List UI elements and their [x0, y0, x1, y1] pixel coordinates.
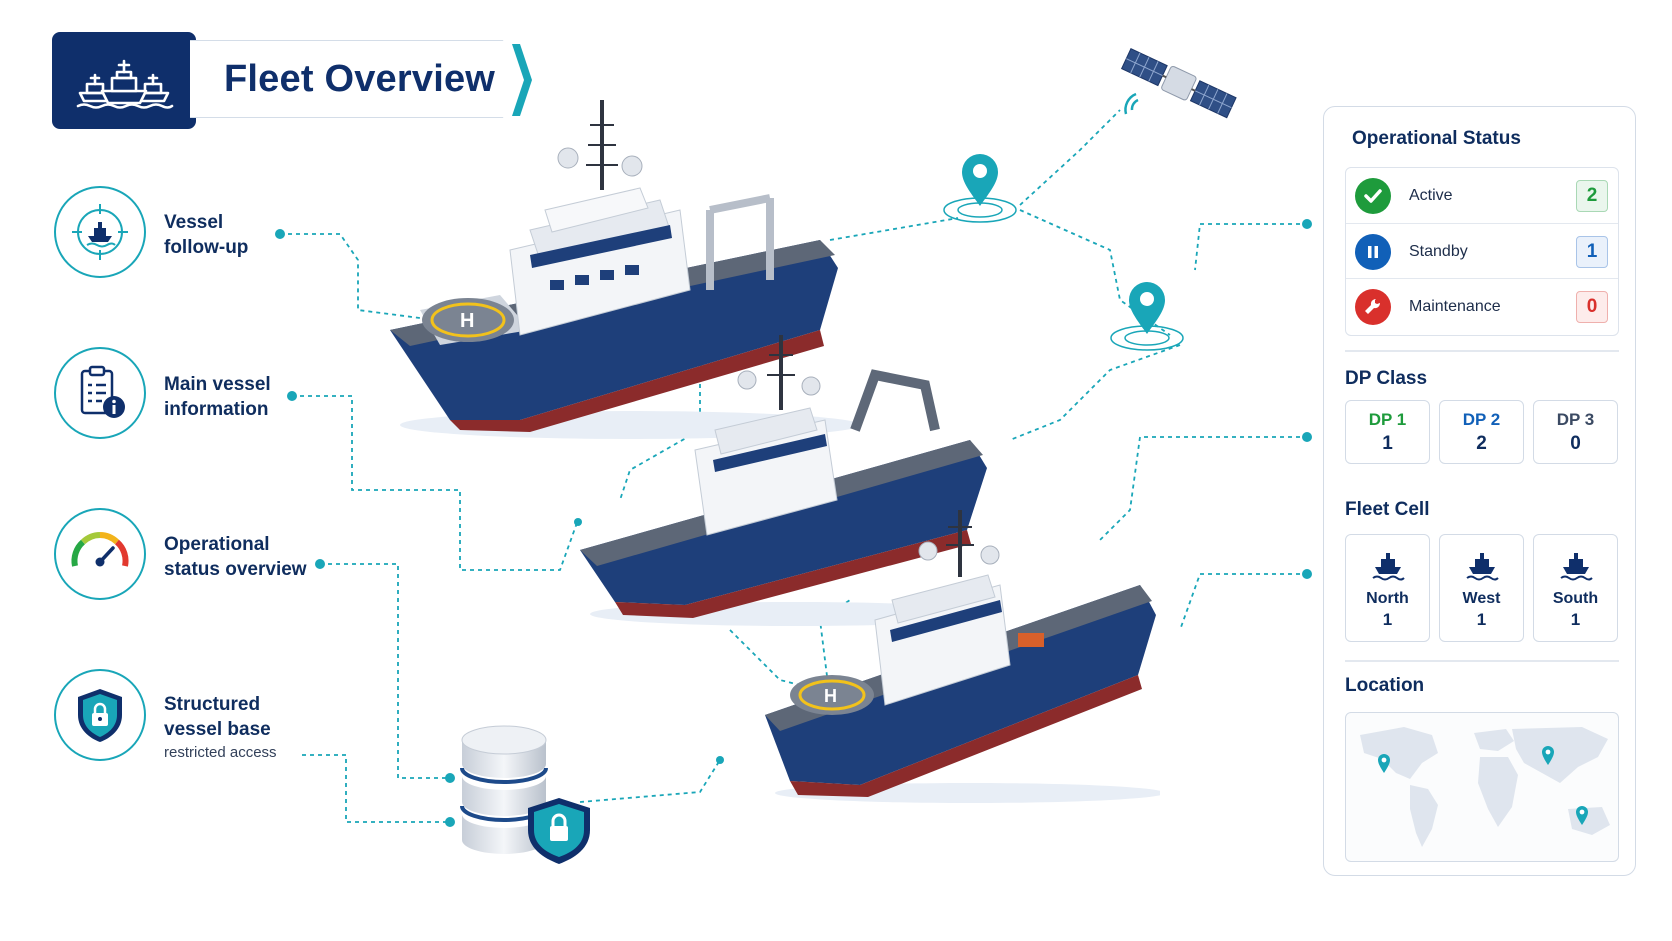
- wrench-icon: [1355, 288, 1391, 325]
- dp-class-tile-1[interactable]: DP 1 1: [1345, 400, 1430, 464]
- fleet-cell-count: 1: [1570, 610, 1581, 629]
- location-pin-icon: [943, 154, 1017, 223]
- status-row-active[interactable]: Active 2: [1346, 168, 1618, 223]
- fleet-cell-count: 1: [1382, 610, 1393, 629]
- location-title: Location: [1345, 675, 1425, 696]
- fleet-logo: [52, 32, 196, 129]
- structured-base-badge: [54, 669, 146, 761]
- dp-class-title: DP Class: [1345, 368, 1428, 389]
- shield-lock-icon: [78, 689, 122, 742]
- divider: [1345, 350, 1619, 352]
- database-lock-icon: [460, 725, 590, 864]
- status-label: Standby: [1409, 242, 1468, 260]
- fleet-cell-name: North: [1366, 590, 1409, 607]
- feature-label-line2: information: [164, 399, 269, 420]
- status-count: 1: [1576, 235, 1608, 268]
- dp-class-name: DP 2: [1462, 410, 1501, 429]
- dp-class-count: 1: [1382, 433, 1393, 454]
- feature-label-line2: vessel base: [164, 719, 271, 740]
- feature-label-line1: Vessel: [164, 212, 224, 233]
- feature-label-line1: Main vessel: [164, 374, 271, 395]
- fleet-ships-icon: [76, 59, 174, 109]
- vessel-illustration: H: [390, 100, 860, 439]
- pause-icon: [1355, 233, 1391, 270]
- fleet-cell-title: Fleet Cell: [1345, 499, 1430, 520]
- world-map[interactable]: [1345, 712, 1619, 862]
- status-count: 0: [1576, 290, 1608, 323]
- svg-text:H: H: [824, 686, 837, 706]
- status-label: Active: [1409, 186, 1453, 204]
- feature-label-line2: follow-up: [164, 237, 249, 258]
- feature-sub-label: restricted access: [164, 744, 277, 761]
- feature-label-line1: Operational: [164, 534, 270, 555]
- dp-class-name: DP 1: [1368, 410, 1407, 429]
- fleet-cell-south[interactable]: South 1: [1533, 534, 1618, 642]
- vessel-target-icon: [72, 204, 128, 260]
- operational-status-badge: [54, 508, 146, 600]
- vessel-followup-badge: [54, 186, 146, 278]
- divider: [1345, 660, 1619, 662]
- ship-icon: [1465, 553, 1499, 581]
- location-pin-icon: [1110, 282, 1184, 351]
- vessel-illustration: H: [765, 510, 1160, 803]
- operational-status-list: Active 2 Standby 1 Maintenance 0: [1345, 167, 1619, 336]
- feature-label-line1: Structured: [164, 694, 261, 715]
- dp-class-tile-3[interactable]: DP 3 0: [1533, 400, 1618, 464]
- feature-operational-status: Operational status overview: [164, 532, 307, 582]
- status-label: Maintenance: [1409, 297, 1501, 315]
- world-map-graphic: [1360, 727, 1610, 847]
- feature-main-vessel-info: Main vessel information: [164, 372, 271, 422]
- feature-structured-base: Structured vessel base restricted access: [164, 692, 277, 761]
- fleet-cell-name: South: [1552, 590, 1599, 607]
- feature-vessel-followup: Vessel follow-up: [164, 210, 248, 260]
- fleet-cell-name: West: [1462, 590, 1501, 607]
- check-icon: [1355, 177, 1391, 214]
- dp-class-name: DP 3: [1556, 410, 1595, 429]
- dp-class-tile-2[interactable]: DP 2 2: [1439, 400, 1524, 464]
- status-row-standby[interactable]: Standby 1: [1346, 223, 1618, 279]
- dp-class-count: 2: [1476, 433, 1487, 454]
- dp-class-count: 0: [1570, 433, 1581, 454]
- svg-text:H: H: [460, 310, 474, 332]
- gauge-icon: [71, 532, 129, 567]
- feature-label-line2: status overview: [164, 559, 307, 580]
- ship-icon: [1371, 553, 1405, 581]
- title-accent-chevron: [512, 44, 532, 116]
- main-vessel-info-badge: [54, 347, 146, 439]
- status-row-maintenance[interactable]: Maintenance 0: [1346, 278, 1618, 334]
- fleet-cell-north[interactable]: North 1: [1345, 534, 1430, 642]
- clipboard-info-icon: [80, 365, 125, 418]
- fleet-cell-west[interactable]: West 1: [1439, 534, 1524, 642]
- page-title: Fleet Overview: [224, 57, 496, 100]
- ship-icon: [1559, 553, 1593, 581]
- title-banner: Fleet Overview: [190, 40, 530, 118]
- satellite-icon: [1120, 48, 1237, 119]
- status-count: 2: [1576, 179, 1608, 212]
- fleet-cell-count: 1: [1476, 610, 1487, 629]
- operational-status-title: Operational Status: [1352, 128, 1521, 149]
- vessel-illustration: [580, 335, 995, 626]
